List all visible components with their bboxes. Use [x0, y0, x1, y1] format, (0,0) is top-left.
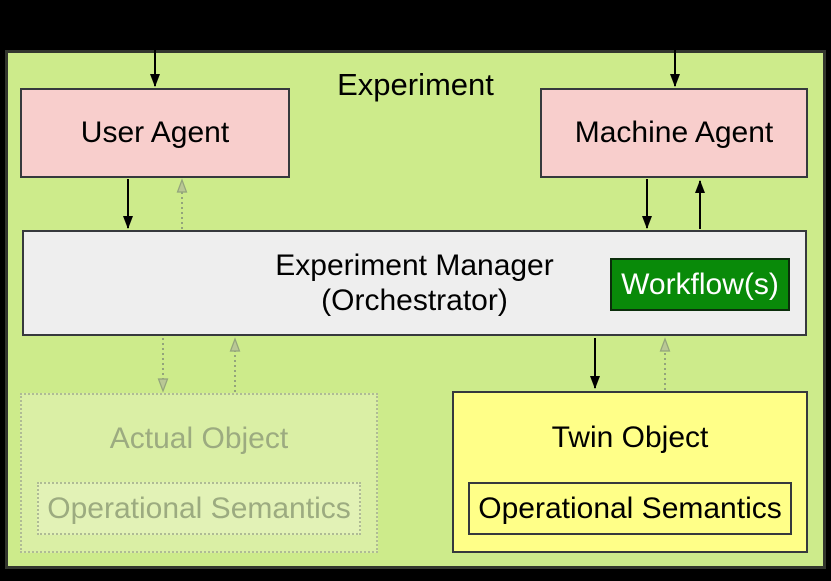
twin-operational-semantics-node: Operational Semantics: [468, 482, 792, 535]
machine-agent-label: Machine Agent: [574, 116, 774, 149]
actual-object-node: Actual Object Operational Semantics: [20, 393, 378, 553]
twin-object-label: Twin Object: [551, 420, 709, 454]
actual-operational-semantics-node: Operational Semantics: [37, 482, 361, 535]
workflow-node: Workflow(s): [610, 258, 790, 311]
workflow-label: Workflow(s): [621, 267, 779, 301]
actual-object-label: Actual Object: [109, 421, 289, 455]
experiment-container-label: Experiment: [337, 67, 494, 102]
user-agent-node: User Agent: [20, 88, 290, 178]
twin-object-node: Twin Object Operational Semantics: [452, 391, 808, 553]
experiment-manager-title: Experiment Manager: [275, 248, 554, 282]
experiment-manager-node: Experiment Manager (Orchestrator) Workfl…: [22, 230, 807, 336]
user-agent-label: User Agent: [80, 116, 230, 149]
experiment-manager-subtitle: (Orchestrator): [321, 284, 508, 317]
machine-agent-node: Machine Agent: [540, 88, 808, 178]
